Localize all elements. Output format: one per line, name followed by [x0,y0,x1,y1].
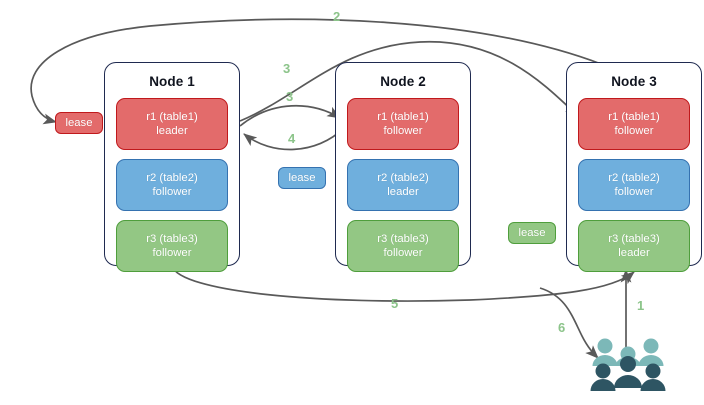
replica-node3-r1[interactable]: r1 (table1) follower [578,98,690,150]
replica-node1-r3[interactable]: r3 (table3) follower [116,220,228,272]
replica-name: r1 (table1) [377,111,429,123]
replica-name: r1 (table1) [608,111,660,123]
replica-role: follower [152,186,192,198]
replica-role: follower [152,247,192,259]
replica-role: leader [618,247,650,259]
replica-name: r3 (table3) [146,233,198,245]
replica-role: follower [383,125,423,137]
lease-pill-r1[interactable]: lease [55,112,103,134]
step-label-1: 1 [637,298,645,313]
replica-role: follower [614,125,654,137]
replica-role: follower [614,186,654,198]
replica-name: r2 (table2) [608,172,660,184]
edge-step-3-lower [239,104,341,127]
replica-node1-r1[interactable]: r1 (table1) leader [116,98,228,150]
replica-list-node2: r1 (table1) follower r2 (table2) leader … [336,98,470,283]
lease-label: lease [518,227,546,239]
replica-list-node3: r1 (table1) follower r2 (table2) followe… [567,98,701,283]
replica-name: r2 (table2) [146,172,198,184]
step-label-3-upper: 3 [283,61,291,76]
replica-role: follower [383,247,423,259]
step-label-4: 4 [288,131,296,146]
replica-node2-r3[interactable]: r3 (table3) follower [347,220,459,272]
replica-role: leader [156,125,188,137]
node-title-node1: Node 1 [149,74,195,89]
lease-pill-r2[interactable]: lease [278,167,326,189]
replica-node3-r3[interactable]: r3 (table3) leader [578,220,690,272]
replica-list-node1: r1 (table1) leader r2 (table2) follower … [105,98,239,283]
lease-pill-r3[interactable]: lease [508,222,556,244]
replica-node2-r2[interactable]: r2 (table2) leader [347,159,459,211]
replica-node1-r2[interactable]: r2 (table2) follower [116,159,228,211]
replica-name: r2 (table2) [377,172,429,184]
step-label-2: 2 [333,9,341,24]
step-label-5: 5 [391,296,399,311]
step-label-3-lower: 3 [286,89,294,104]
lease-label: lease [65,117,93,129]
node-container-node1: Node 1 r1 (table1) leader r2 (table2) fo… [104,62,240,272]
node-container-node2: Node 2 r1 (table1) follower r2 (table2) … [335,62,471,272]
node-container-node3: Node 3 r1 (table1) follower r2 (table2) … [566,62,702,272]
replica-name: r1 (table1) [146,111,198,123]
node-title-node3: Node 3 [611,74,657,89]
replica-node3-r2[interactable]: r2 (table2) follower [578,159,690,211]
lease-label: lease [288,172,316,184]
step-label-6: 6 [558,320,566,335]
replica-role: leader [387,186,419,198]
replica-node2-r1[interactable]: r1 (table1) follower [347,98,459,150]
replica-name: r3 (table3) [608,233,660,245]
users-group-icon [590,338,666,391]
replica-name: r3 (table3) [377,233,429,245]
node-title-node2: Node 2 [380,74,426,89]
